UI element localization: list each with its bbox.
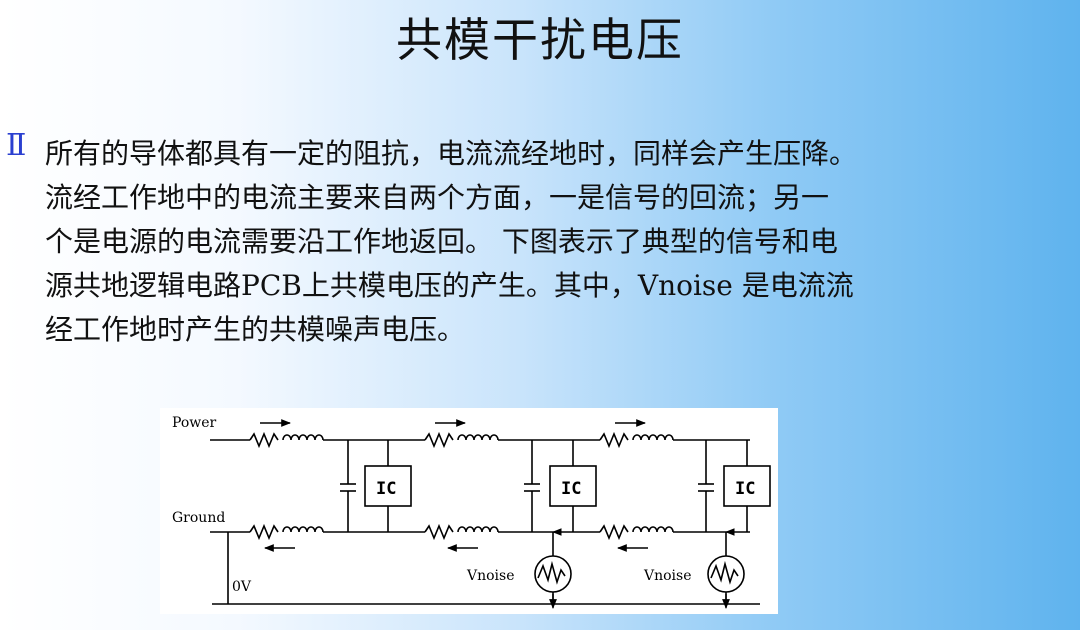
circuit-svg: Power Ground 0V xyxy=(172,415,771,609)
stage-3 xyxy=(698,440,771,532)
zero-volt-rail xyxy=(212,532,760,605)
body-line-1: 所有的导体都具有一定的阻抗，电流流经地时，同样会产生压降。 xyxy=(45,137,858,170)
body-line-5: 经工作地时产生的共模噪声电压。 xyxy=(45,313,466,346)
body-paragraph: 所有的导体都具有一定的阻抗，电流流经地时，同样会产生压降。 流经工作地中的电流主… xyxy=(45,132,1075,352)
body-line-2: 流经工作地中的电流主要来自两个方面，一是信号的回流；另一 xyxy=(45,181,830,214)
vnoise-label-2: Vnoise xyxy=(643,568,692,584)
vnoise-label-1: Vnoise xyxy=(466,568,515,584)
ic-label-2: IC xyxy=(561,479,581,499)
power-rail xyxy=(210,431,750,449)
bullet-marker: Ⅱ xyxy=(6,128,27,163)
zero-volt-label: 0V xyxy=(232,579,252,595)
ground-rail xyxy=(210,523,750,541)
vnoise-return-arrows xyxy=(549,594,730,609)
stage-1 xyxy=(340,440,412,532)
ic-label-1: IC xyxy=(376,479,396,499)
body-line-4: 源共地逻辑电路PCB上共模电压的产生。其中，Vnoise 是电流流 xyxy=(45,269,854,302)
vnoise-source-2 xyxy=(707,528,745,604)
ic-label-3: IC xyxy=(735,479,755,499)
circuit-diagram: Power Ground 0V xyxy=(160,408,778,614)
body-line-3: 个是电源的电流需要沿工作地返回。 下图表示了典型的信号和电 xyxy=(45,225,838,258)
power-label: Power xyxy=(172,415,217,431)
stage-2 xyxy=(524,440,597,532)
slide-title: 共模干扰电压 xyxy=(396,13,684,67)
vnoise-source-1 xyxy=(534,528,572,604)
ground-label: Ground xyxy=(172,510,225,526)
